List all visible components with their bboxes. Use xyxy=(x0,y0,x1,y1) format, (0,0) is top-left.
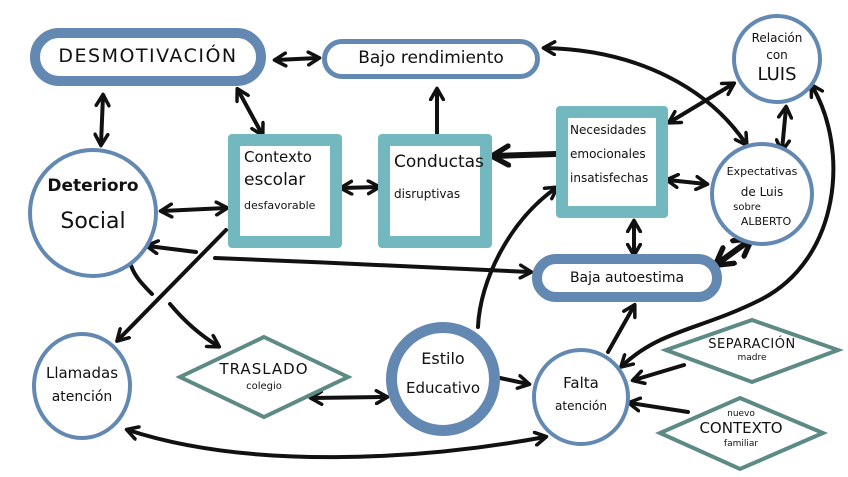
conductas-line-2: disruptivas xyxy=(394,187,461,201)
estilo-line-1: Estilo xyxy=(421,349,465,368)
desmotivacion-label: DESMOTIVACIÓN xyxy=(58,45,238,68)
deterioro-line-1: Deterioro xyxy=(47,176,139,196)
edge-deterioro-autoestima xyxy=(213,256,530,272)
edge-necesidades-expectativas xyxy=(668,180,706,184)
estilo-line-2: Educativo xyxy=(405,379,481,397)
edge-estilo-falta xyxy=(498,378,528,384)
node-relacion-luis[interactable]: Relación con LUIS xyxy=(732,14,822,104)
edge-falta-autoestima xyxy=(606,306,634,354)
edge-autoestima-expectativas xyxy=(717,240,750,264)
edge-desmotivacion-contexto xyxy=(238,90,262,134)
node-llamadas[interactable]: Llamadas atención xyxy=(32,332,132,440)
edge-relacion-expectativas xyxy=(782,108,786,150)
expectativas-line-3: sobre xyxy=(733,202,761,213)
node-conductas[interactable]: Conductas disruptivas xyxy=(378,134,492,248)
node-necesidades[interactable]: Necesidades emocionales insatisfechas xyxy=(556,106,668,218)
conductas-line-1: Conductas xyxy=(394,152,484,172)
falta-line-2: atención xyxy=(555,399,607,413)
edge-autoestima-deterioro xyxy=(148,246,198,252)
deterioro-line-2: Social xyxy=(60,209,126,234)
contexto-line-2: escolar xyxy=(244,170,306,190)
node-bajo-rendimiento[interactable]: Bajo rendimiento xyxy=(322,39,540,79)
necesidades-line-1: Necesidades xyxy=(570,123,647,137)
separacion-line-1: SEPARACIÓN xyxy=(708,337,796,352)
edge-contexto-llamadas xyxy=(118,228,228,340)
edge-nuevo-contexto-falta xyxy=(630,403,690,414)
traslado-line-1: TRASLADO xyxy=(219,360,309,378)
bajo-rendimiento-label: Bajo rendimiento xyxy=(358,48,504,69)
node-deterioro-social[interactable]: Deterioro Social xyxy=(28,148,158,278)
edge-relacion-falta xyxy=(622,86,836,366)
traslado-line-2: colegio xyxy=(246,381,282,392)
nuevo-contexto-line-1: nuevo xyxy=(727,409,755,419)
llamadas-line-2: atención xyxy=(51,389,113,405)
traslado-diamond-shape xyxy=(175,334,353,420)
edge-contexto-conductas xyxy=(342,187,378,188)
edge-deterioro-contexto xyxy=(162,208,226,211)
llamadas-line-1: Llamadas xyxy=(45,364,119,382)
relacion-luis-line-2: con xyxy=(766,48,788,62)
necesidades-line-3: insatisfechas xyxy=(570,171,649,185)
edge-deterioro-traslado xyxy=(128,260,218,346)
edge-separacion-falta xyxy=(634,363,686,380)
edge-estilo-necesidades xyxy=(476,188,556,329)
separacion-line-2: madre xyxy=(737,353,767,363)
node-separacion[interactable]: SEPARACIÓN madre xyxy=(690,338,814,368)
nuevo-contexto-line-3: familiar xyxy=(723,439,759,449)
separacion-diamond-shape xyxy=(660,317,844,385)
node-expectativas[interactable]: Expectativas de Luis sobre ALBERTO xyxy=(710,142,814,246)
node-estilo-educativo[interactable]: Estilo Educativo xyxy=(386,322,500,436)
expectativas-line-2: de Luis xyxy=(740,185,784,199)
contexto-line-3: desfavorable xyxy=(244,199,316,212)
nuevo-contexto-line-2: CONTEXTO xyxy=(699,419,783,437)
node-falta-atencion[interactable]: Falta atención xyxy=(532,348,630,446)
necesidades-line-2: emocionales xyxy=(570,147,646,161)
relacion-luis-line-1: Relación xyxy=(751,31,803,45)
node-desmotivacion[interactable]: DESMOTIVACIÓN xyxy=(30,28,266,86)
node-baja-autoestima[interactable]: Baja autoestima xyxy=(532,254,722,302)
nuevo-contexto-diamond-shape xyxy=(655,395,829,472)
edge-necesidades-conductas xyxy=(494,154,559,156)
expectativas-line-1: Expectativas xyxy=(726,165,798,178)
relacion-luis-line-3: LUIS xyxy=(757,64,797,85)
expectativas-line-4: ALBERTO xyxy=(740,215,792,228)
node-contexto-escolar[interactable]: Contexto escolar desfavorable xyxy=(228,134,342,248)
baja-autoestima-label: Baja autoestima xyxy=(569,269,685,286)
node-traslado[interactable]: TRASLADO colegio xyxy=(200,358,328,398)
edge-traslado-estilo xyxy=(312,397,386,398)
contexto-line-1: Contexto xyxy=(244,148,312,166)
edge-desmotivacion-bajo-rendimiento xyxy=(276,58,318,60)
edge-desmotivacion-deterioro xyxy=(101,96,103,144)
edge-llamadas-falta xyxy=(128,430,545,460)
node-nuevo-contexto[interactable]: nuevo CONTEXTO familiar xyxy=(690,409,792,458)
falta-line-1: Falta xyxy=(563,374,599,392)
